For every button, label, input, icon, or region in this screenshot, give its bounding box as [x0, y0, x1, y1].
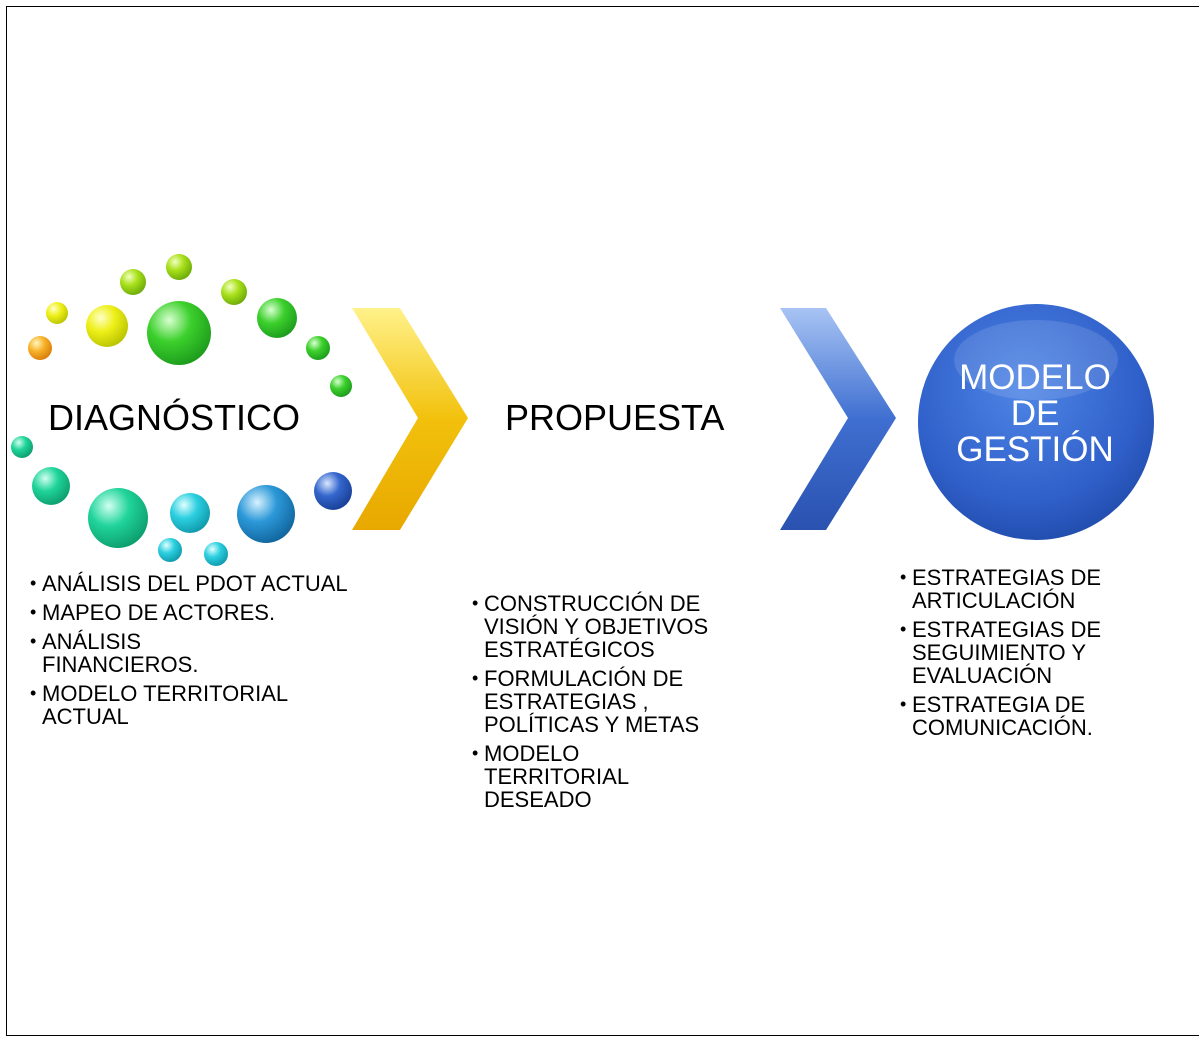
circle-node — [918, 304, 1154, 540]
step-title-diagnostico: DIAGNÓSTICO — [48, 397, 301, 438]
list-item: MODELO TERRITORIAL DESEADO — [472, 742, 664, 811]
circle-title-line: DE — [1010, 394, 1060, 433]
chevron-arrow-1 — [352, 308, 468, 530]
circle-title-line: GESTIÓN — [956, 430, 1114, 469]
diagnostico-list: ANÁLISIS DEL PDOT ACTUAL MAPEO DE ACTORE… — [30, 572, 350, 734]
list-item: ESTRATEGIA DE COMUNICACIÓN. — [900, 693, 1142, 739]
modelo-gestion-list: ESTRATEGIAS DE ARTICULACIÓN ESTRATEGIAS … — [900, 566, 1140, 745]
list-item: CONSTRUCCIÓN DE VISIÓN Y OBJETIVOS ESTRA… — [472, 592, 772, 661]
list-item: MODELO TERRITORIAL ACTUAL — [30, 682, 350, 728]
propuesta-list: CONSTRUCCIÓN DE VISIÓN Y OBJETIVOS ESTRA… — [472, 592, 772, 817]
bubble-decoration — [11, 254, 352, 566]
list-item: ESTRATEGIAS DE ARTICULACIÓN — [900, 566, 1142, 612]
list-item: MAPEO DE ACTORES. — [30, 601, 350, 624]
list-item: ESTRATEGIAS DE SEGUIMIENTO Y EVALUACIÓN — [900, 618, 1142, 687]
chevron-arrow-2 — [780, 308, 896, 530]
step-title-propuesta: PROPUESTA — [505, 397, 725, 438]
diagram-frame — [6, 6, 1199, 1036]
list-item: FORMULACIÓN DE ESTRATEGIAS , POLÍTICAS Y… — [472, 667, 764, 736]
list-item: ANÁLISIS DEL PDOT ACTUAL — [30, 572, 350, 595]
list-item: ANÁLISIS FINANCIEROS. — [30, 630, 232, 676]
step-title-modelo-de-gestion: MODELO DE GESTIÓN — [920, 360, 1150, 468]
circle-title-line: MODELO — [959, 358, 1111, 397]
